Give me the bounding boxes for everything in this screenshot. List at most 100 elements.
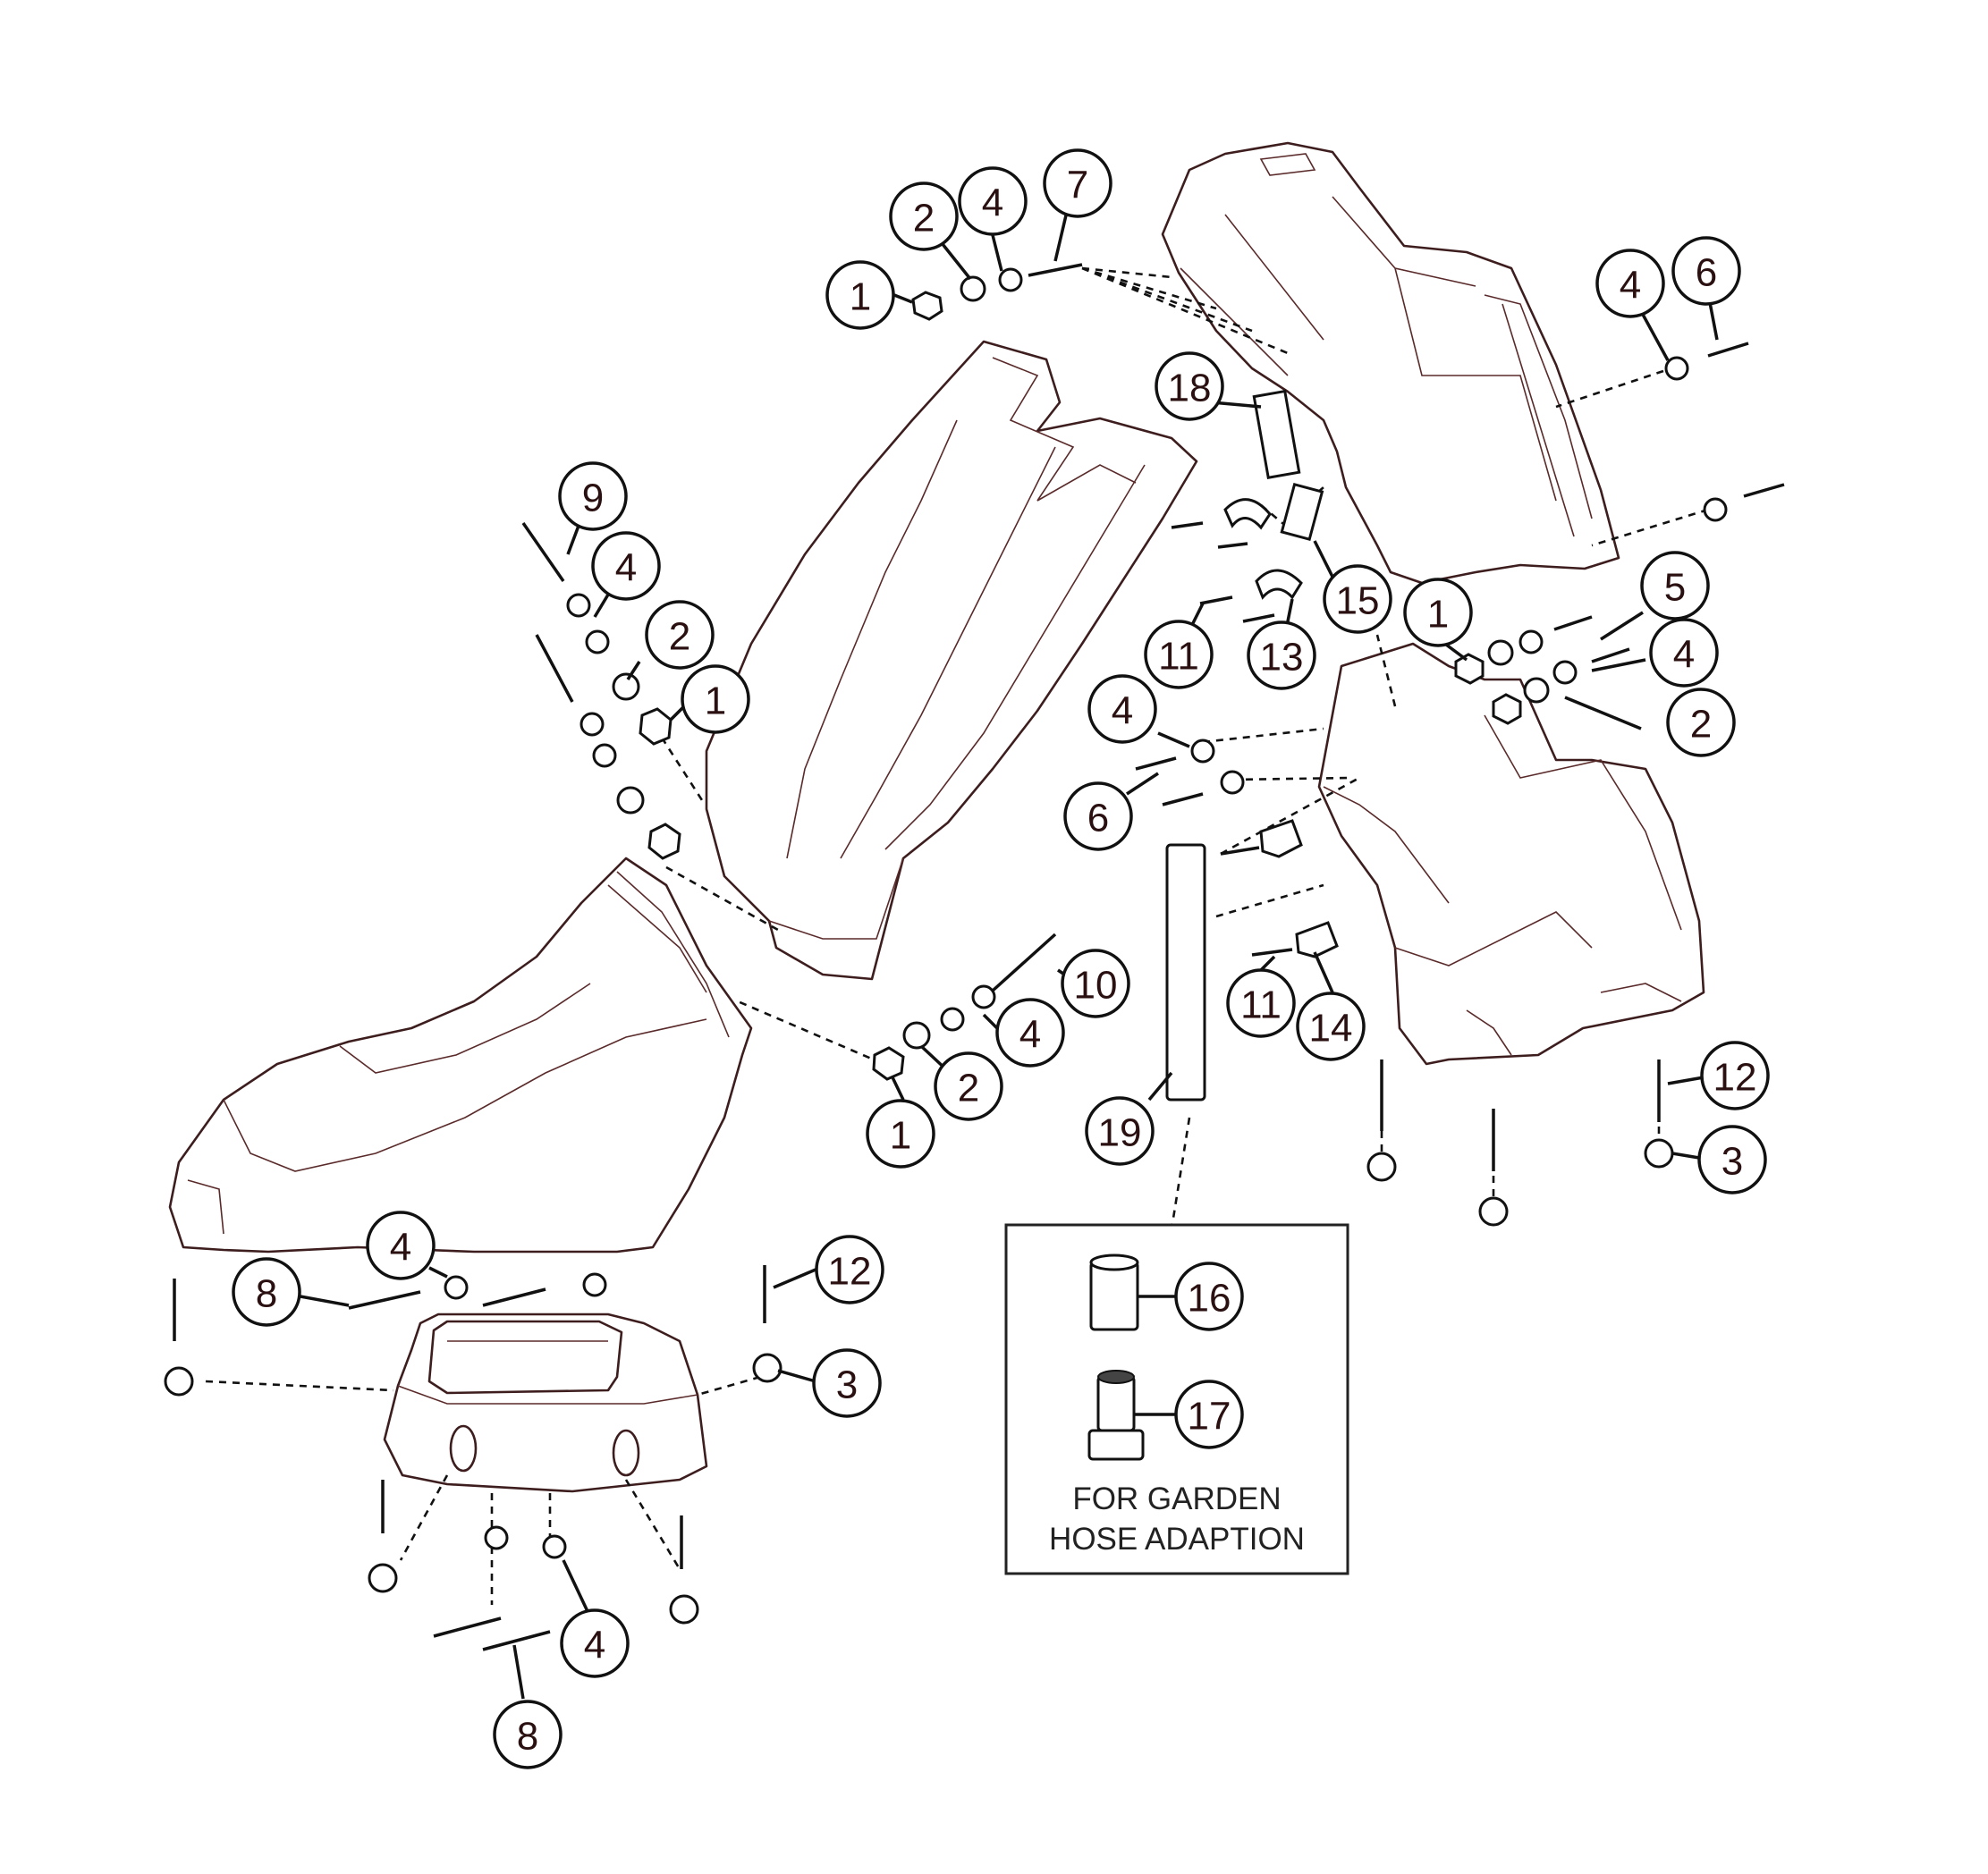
lock-washer: [960, 275, 986, 302]
hex-nut: [1454, 653, 1485, 685]
tube: [1252, 389, 1301, 479]
svg-text:19: 19: [1098, 1111, 1142, 1155]
long-bolt: [521, 522, 565, 582]
washer: [164, 1366, 194, 1397]
garden-hose-adapter-box: 16 17 FOR GARDEN HOSE ADAPTION: [1004, 1223, 1349, 1575]
callout-c15: 15: [1323, 564, 1392, 634]
pipe-clamp: [1259, 819, 1303, 858]
flat-washer: [542, 1534, 567, 1559]
callout-c6b: 6: [1063, 781, 1133, 851]
screw: [1135, 756, 1177, 771]
callout-c17: 17: [1174, 1380, 1244, 1449]
svg-text:1: 1: [705, 680, 726, 723]
screw: [348, 1290, 421, 1310]
callout-c1a: 1: [825, 260, 895, 330]
hex-nut: [647, 823, 681, 860]
hardware: [164, 263, 1785, 1651]
mid-slide-section: [705, 340, 1198, 981]
callout-c2b: 2: [645, 600, 715, 670]
callout-c16: 16: [1174, 1262, 1244, 1331]
callout-c18: 18: [1155, 351, 1224, 421]
svg-text:11: 11: [1158, 635, 1199, 679]
svg-text:4: 4: [982, 181, 1003, 225]
fitting: [1280, 482, 1324, 542]
callout-c8b: 8: [493, 1700, 563, 1769]
callouts: 1 2 4 7 4 6 18 9 4 2 1 15 11 13 1 5 4 2 …: [232, 148, 1770, 1769]
svg-text:10: 10: [1074, 964, 1118, 1008]
base-cone: [383, 1313, 708, 1493]
flat-washer: [1518, 629, 1544, 654]
svg-text:4: 4: [1112, 689, 1133, 733]
callout-c14: 14: [1296, 992, 1366, 1061]
flat-washer: [585, 629, 610, 654]
callout-c1c: 1: [1403, 578, 1473, 647]
svg-text:7: 7: [1067, 164, 1088, 207]
callout-c7: 7: [1043, 148, 1112, 218]
svg-text:13: 13: [1260, 636, 1304, 680]
flat-washer: [592, 743, 617, 768]
adapter-16: [1089, 1254, 1176, 1331]
svg-text:12: 12: [1713, 1056, 1757, 1100]
washer: [368, 1563, 398, 1593]
svg-text:4: 4: [1620, 264, 1641, 308]
callout-c4d: 4: [1649, 618, 1719, 688]
washer: [669, 1594, 699, 1625]
svg-text:17: 17: [1188, 1395, 1231, 1439]
callout-c13: 13: [1247, 620, 1316, 690]
lock-washer: [612, 672, 640, 701]
washer: [752, 1353, 783, 1383]
lock-washer: [616, 786, 645, 815]
callout-c2c: 2: [1666, 688, 1736, 757]
pipe: [1165, 843, 1206, 1102]
svg-text:4: 4: [615, 546, 637, 590]
svg-text:2: 2: [913, 197, 935, 241]
screw: [1162, 792, 1204, 806]
hex-nut: [1492, 693, 1522, 725]
svg-text:4: 4: [584, 1624, 605, 1667]
flat-washer: [484, 1525, 509, 1550]
svg-text:4: 4: [1673, 633, 1695, 677]
callout-c4a: 4: [958, 166, 1028, 236]
callout-c4b: 4: [1595, 249, 1665, 318]
callout-c2a: 2: [889, 181, 959, 251]
threaded-rod: [991, 933, 1057, 992]
callout-c1b: 1: [681, 664, 750, 734]
callout-c4e: 4: [1087, 674, 1157, 744]
flat-washer: [1190, 739, 1215, 764]
svg-text:3: 3: [1722, 1140, 1743, 1184]
svg-text:1: 1: [850, 275, 871, 319]
screw: [1217, 542, 1248, 549]
hex-nut: [639, 707, 673, 746]
svg-text:12: 12: [828, 1250, 872, 1294]
svg-text:1: 1: [890, 1114, 911, 1158]
lock-washer: [902, 1021, 931, 1050]
screw: [1553, 615, 1593, 631]
lock-washer: [1523, 677, 1550, 704]
flat-washer: [582, 1272, 607, 1297]
callout-c4c: 4: [591, 531, 661, 601]
flat-washer: [1552, 660, 1578, 685]
washer: [1478, 1196, 1509, 1227]
svg-text:3: 3: [836, 1363, 858, 1407]
callout-c4g: 4: [366, 1211, 436, 1280]
note-line-1: FOR GARDEN: [1072, 1481, 1281, 1516]
flat-washer: [444, 1275, 469, 1300]
svg-text:11: 11: [1240, 983, 1282, 1027]
pipe-clamp: [1223, 498, 1272, 530]
screw: [1199, 595, 1233, 605]
flat-washer: [971, 984, 996, 1009]
washer: [1366, 1152, 1397, 1182]
svg-text:2: 2: [1690, 703, 1712, 747]
svg-text:14: 14: [1309, 1007, 1353, 1051]
flat-washer: [1664, 356, 1689, 381]
callout-c12a: 12: [1700, 1041, 1770, 1110]
screw: [1220, 846, 1260, 856]
screw: [433, 1617, 502, 1638]
screw: [482, 1287, 546, 1307]
screw: [1707, 342, 1749, 358]
svg-text:4: 4: [390, 1226, 411, 1270]
callout-c1d: 1: [866, 1099, 935, 1169]
screw: [1242, 613, 1275, 623]
hex-nut: [911, 291, 943, 321]
